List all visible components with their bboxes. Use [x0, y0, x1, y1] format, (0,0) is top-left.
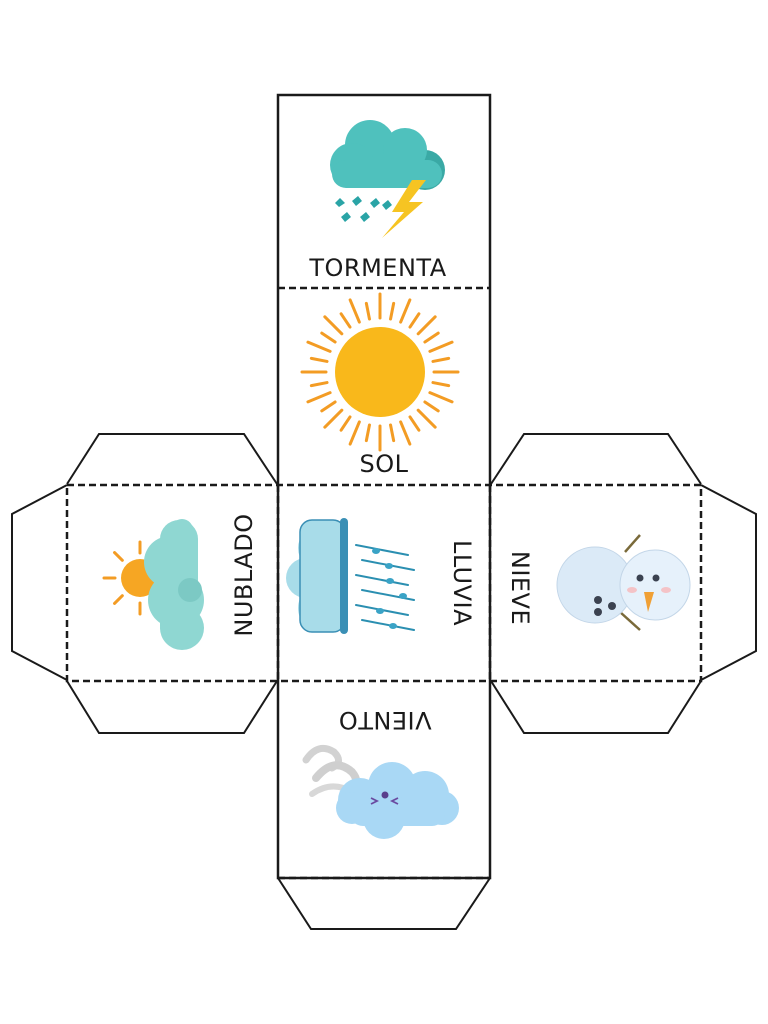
- rain-cloud-icon: [286, 518, 415, 634]
- right-bottom-flap: [490, 680, 702, 734]
- label-sol: SOL: [360, 450, 409, 478]
- sun-ray: [364, 423, 371, 443]
- sun-ray: [323, 315, 344, 336]
- sun-ray: [320, 400, 337, 413]
- sun-ray: [348, 298, 361, 324]
- bottom-flap: [277, 877, 491, 930]
- right-side-flap: [700, 484, 757, 681]
- rain-drop: [386, 578, 394, 584]
- sun-ray: [306, 391, 332, 404]
- face-nublado: NUBLADO: [102, 513, 258, 650]
- sun-ray: [423, 400, 440, 413]
- sun-ray: [428, 391, 454, 404]
- face-tormenta: TORMENTA: [308, 120, 446, 282]
- partly-cloudy-icon: [102, 519, 204, 650]
- sun-ray: [423, 331, 440, 344]
- storm-cloud-lightning-icon: [330, 120, 445, 238]
- rain-drop: [399, 593, 407, 599]
- wind-cloud-icon: [302, 744, 459, 839]
- label-lluvia: LLUVIA: [448, 540, 476, 626]
- rain-streak: [355, 544, 409, 556]
- sun-ray: [364, 301, 371, 321]
- sun-ray: [309, 356, 329, 363]
- rain-drop: [372, 548, 380, 554]
- face-viento: VIENTO: [302, 706, 459, 839]
- sun-ray: [399, 420, 412, 446]
- rain-drop: [385, 563, 393, 569]
- sun-ray: [431, 381, 451, 388]
- sun-ray: [306, 340, 332, 353]
- sun-ray: [399, 298, 412, 324]
- sun-ray: [320, 331, 337, 344]
- sun-icon: [300, 292, 460, 452]
- sun-ray: [389, 423, 396, 443]
- sun-ray: [389, 301, 396, 321]
- label-nieve: NIEVE: [506, 551, 534, 625]
- sun-ray: [113, 551, 124, 562]
- fold-lines: [65, 286, 703, 880]
- rain-drop: [389, 623, 397, 629]
- sun-ray: [309, 381, 329, 388]
- middle-row-fold: [65, 483, 703, 683]
- label-nublado: NUBLADO: [230, 513, 258, 636]
- rain-drop: [376, 608, 384, 614]
- rain-streak: [361, 619, 415, 631]
- sun-ray: [323, 408, 344, 429]
- snowman-icon: [556, 534, 691, 631]
- sun-ray: [408, 415, 421, 432]
- sun-ray: [431, 356, 451, 363]
- sun-ray: [428, 340, 454, 353]
- label-viento: VIENTO: [338, 706, 431, 734]
- label-tormenta: TORMENTA: [308, 254, 446, 282]
- face-lluvia: LLUVIA: [286, 518, 476, 634]
- sun-ray: [416, 408, 437, 429]
- sun-ray: [348, 420, 361, 446]
- sun-ray: [113, 594, 124, 605]
- sun-ray: [339, 312, 352, 329]
- left-top-flap: [66, 433, 278, 485]
- sun-ray: [339, 415, 352, 432]
- sun-ray: [408, 312, 421, 329]
- sun-ray: [416, 315, 437, 336]
- face-sol: SOL: [300, 292, 460, 478]
- rain-streak: [355, 574, 409, 586]
- left-bottom-flap: [66, 680, 278, 734]
- right-top-flap: [490, 433, 702, 485]
- left-side-flap: [11, 484, 68, 681]
- face-nieve: NIEVE: [506, 534, 691, 631]
